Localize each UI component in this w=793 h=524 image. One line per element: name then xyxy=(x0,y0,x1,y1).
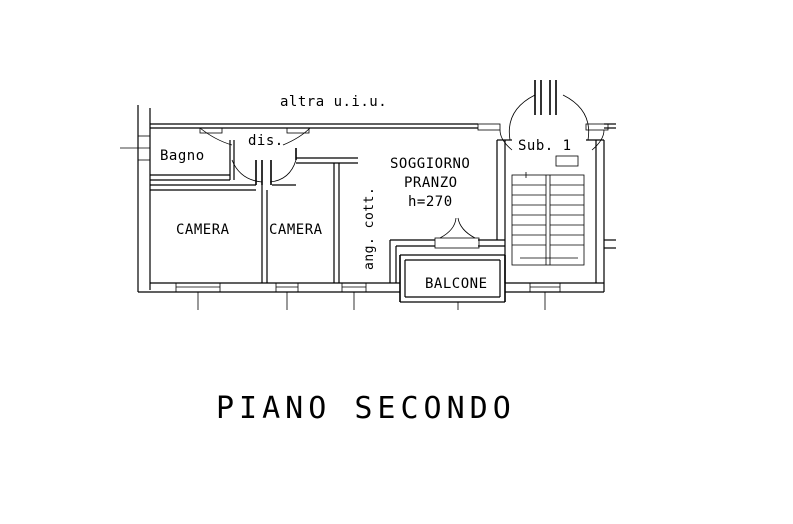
label-camera-1: CAMERA xyxy=(176,222,230,238)
label-bagno: Bagno xyxy=(160,148,205,164)
label-height: h=270 xyxy=(408,194,453,210)
camera-walls xyxy=(150,157,358,283)
windows xyxy=(175,282,561,310)
bagno-walls xyxy=(120,135,235,181)
label-ang-cott: ang. cott. xyxy=(362,187,377,270)
door-swings xyxy=(199,127,311,185)
stair-enclosure xyxy=(477,80,609,283)
label-balcone: BALCONE xyxy=(425,276,488,292)
label-soggiorno: SOGGIORNO xyxy=(390,156,470,172)
label-camera-2: CAMERA xyxy=(269,222,323,238)
label-dis: dis. xyxy=(248,133,284,149)
label-sub1: Sub. 1 xyxy=(518,138,572,154)
label-altra-uiu: altra u.i.u. xyxy=(280,94,387,110)
balcone xyxy=(389,217,506,310)
label-pranzo: PRANZO xyxy=(404,175,458,191)
stairs xyxy=(511,172,585,266)
plan-title: PIANO SECONDO xyxy=(216,391,516,426)
